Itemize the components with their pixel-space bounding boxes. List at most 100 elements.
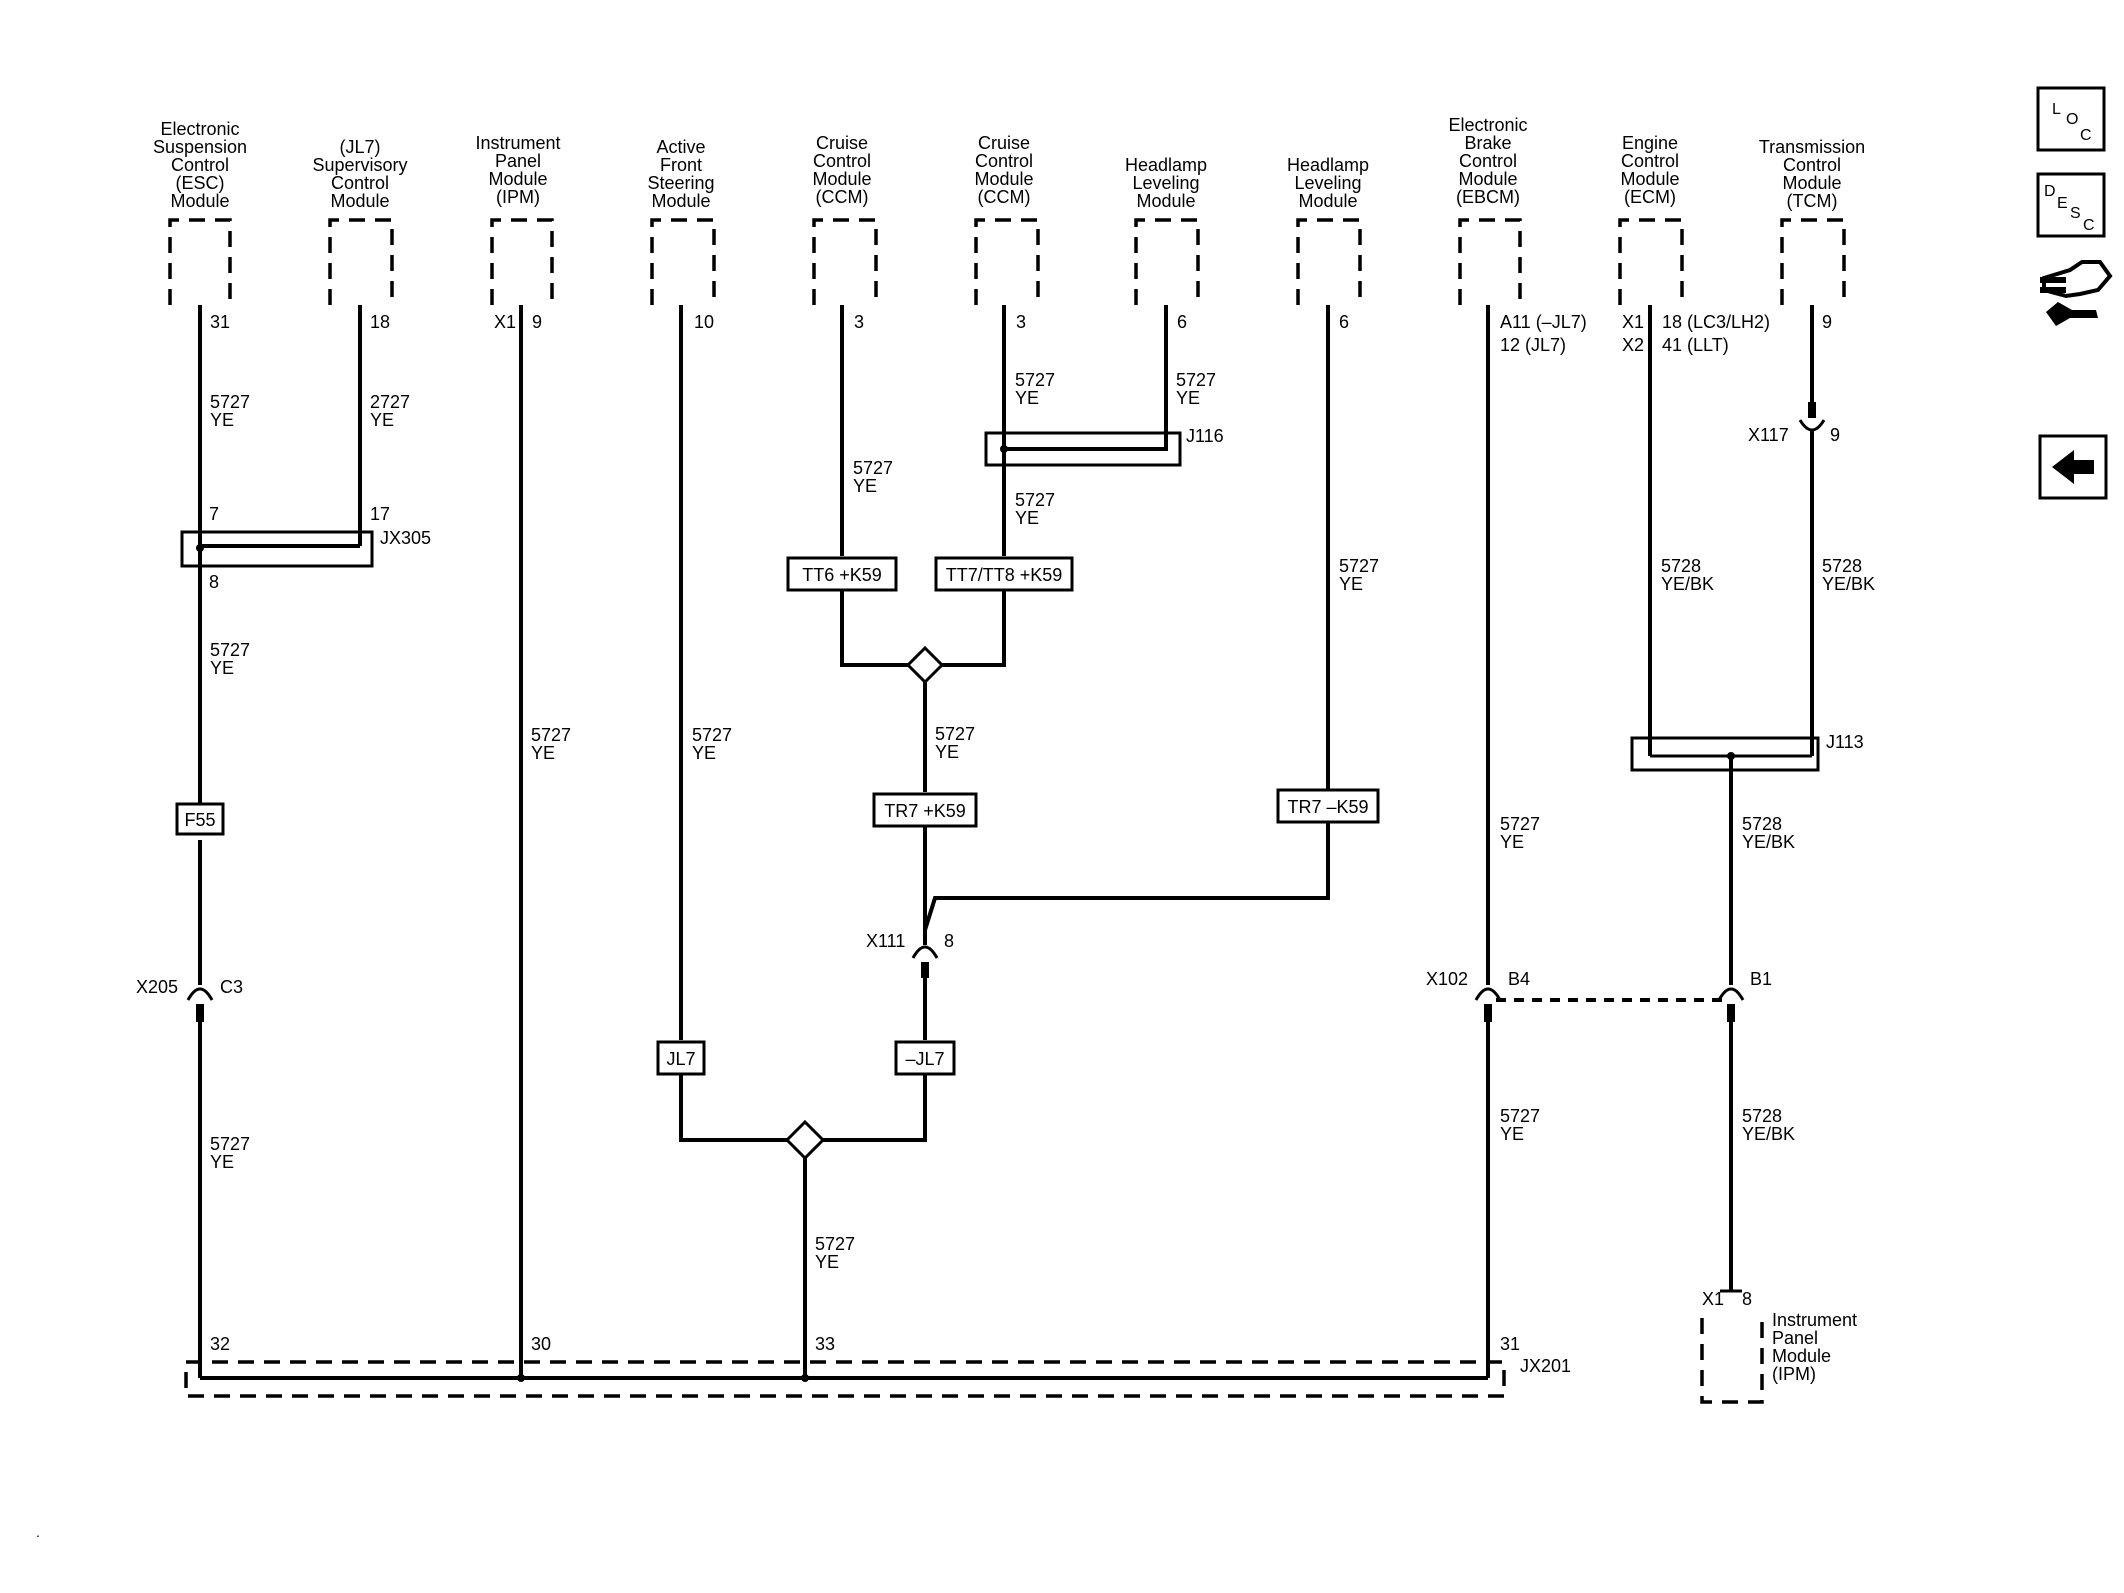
- wire-color: YE: [1015, 388, 1039, 408]
- j113-dot: [1727, 752, 1735, 760]
- pin-ecm-a: 18 (LC3/LH2): [1662, 312, 1770, 332]
- module-box-ecm: [1618, 218, 1684, 305]
- option-box: [934, 556, 1074, 592]
- title-line: Steering: [647, 173, 714, 193]
- wire-num: 5727: [1015, 490, 1055, 510]
- description-icon[interactable]: D E S C: [2036, 172, 2106, 238]
- option-box: [786, 556, 898, 592]
- option-tr7-plus: TR7 +K59: [872, 792, 978, 828]
- desc-letter: E: [2057, 195, 2068, 212]
- wire-color: YE: [853, 476, 877, 496]
- option-tt6: TT6 +K59: [786, 556, 898, 592]
- wire-num: 5727: [692, 725, 732, 745]
- module-box-jl7: [328, 218, 394, 305]
- j116-dot: [1000, 445, 1008, 453]
- title-line: Module: [1458, 169, 1517, 189]
- wire-color: YE: [1500, 1124, 1524, 1144]
- x205-label: X205: [136, 977, 178, 997]
- j113-body: [1630, 736, 1820, 772]
- title-line: Electronic: [160, 119, 239, 139]
- x205-female: [186, 987, 214, 1001]
- ipm-bottom-conn: X1: [1702, 1289, 1724, 1309]
- option-box: [656, 1040, 706, 1076]
- title-line: Module: [651, 191, 710, 211]
- wire-num: 5728: [1742, 814, 1782, 834]
- scan-mark: .: [36, 1524, 40, 1540]
- module-afs-title: Active Front Steering Module: [647, 137, 714, 211]
- pin-labels: 31 18 X1 9 10 3 3 6 6 A11 (–JL7) 12 (JL7…: [210, 312, 1832, 355]
- wire-color: YE: [370, 410, 394, 430]
- wire-color: YE: [1176, 388, 1200, 408]
- title-line: Active: [656, 137, 705, 157]
- wire-color: YE: [531, 743, 555, 763]
- module-ebcm-title: Electronic Brake Control Module (EBCM): [1448, 115, 1527, 207]
- x111-female: [911, 945, 939, 959]
- title-line: Control: [1621, 151, 1679, 171]
- wire-num: 2727: [370, 392, 410, 412]
- title-line: Transmission: [1759, 137, 1865, 157]
- option-jl7: JL7: [656, 1040, 706, 1076]
- wire-hlm2-x111: [923, 305, 1330, 931]
- x102-pin: B4: [1508, 969, 1530, 989]
- title-line: Control: [975, 151, 1033, 171]
- title-line: (ESC): [176, 173, 225, 193]
- option-tr7-minus: TR7 –K59: [1276, 788, 1380, 824]
- option-label: TT6 +K59: [802, 565, 882, 585]
- wire-num: 5728: [1661, 556, 1701, 576]
- wire-color: YE: [815, 1252, 839, 1272]
- wire-color: YE/BK: [1661, 574, 1714, 594]
- title-line: (CCM): [978, 187, 1031, 207]
- title-line: Control: [1459, 151, 1517, 171]
- option-label: TR7 +K59: [884, 801, 966, 821]
- title-line: Leveling: [1294, 173, 1361, 193]
- title-line: Headlamp: [1287, 155, 1369, 175]
- jx305-dot: [196, 544, 204, 552]
- jx201-splice: 32 30 33 31 JX201: [184, 1334, 1571, 1398]
- loc-letter: C: [2080, 127, 2092, 144]
- x117-connector: X117 9: [1748, 402, 1840, 445]
- option-box: [1276, 788, 1380, 824]
- back-arrow-icon[interactable]: [2038, 434, 2108, 500]
- title-line: Electronic: [1448, 115, 1527, 135]
- wire-color: YE: [210, 410, 234, 430]
- jx305-pin-8: 8: [209, 572, 219, 592]
- option-minus-jl7: –JL7: [894, 1040, 956, 1076]
- connector-repair-icon[interactable]: [2040, 260, 2113, 326]
- wire-num: 5727: [210, 392, 250, 412]
- wire-color: YE: [210, 1152, 234, 1172]
- j116-splice: J116: [984, 426, 1224, 467]
- x205-connector: X205 C3: [136, 977, 243, 1022]
- title-line: Control: [331, 173, 389, 193]
- j113-pins: [1648, 742, 1814, 756]
- jx201-label: JX201: [1520, 1356, 1571, 1376]
- pin-hlm1: 6: [1177, 312, 1187, 332]
- title-line: Module: [1772, 1346, 1831, 1366]
- pin-afs: 10: [694, 312, 714, 332]
- jx201-pin-30: 30: [531, 1334, 551, 1354]
- pin-hlm2: 6: [1339, 312, 1349, 332]
- wire-color: YE: [1500, 832, 1524, 852]
- pin-ccm1: 3: [854, 312, 864, 332]
- x102-label: X102: [1426, 969, 1468, 989]
- jx201-pin-31: 31: [1500, 1334, 1520, 1354]
- j113-splice: J113: [1630, 732, 1864, 772]
- title-line: Module: [488, 169, 547, 189]
- jx201-pin-33: 33: [815, 1334, 835, 1354]
- b1-connector: B1: [1717, 969, 1772, 1022]
- title-line: Panel: [1772, 1328, 1818, 1348]
- module-tcm-title: Transmission Control Module (TCM): [1759, 137, 1865, 211]
- title-line: (ECM): [1624, 187, 1676, 207]
- title-line: Module: [1298, 191, 1357, 211]
- module-box-ipm-top: [490, 218, 554, 305]
- wire-color: YE/BK: [1822, 574, 1875, 594]
- module-jl7-title: (JL7) Supervisory Control Module: [312, 137, 407, 211]
- location-icon[interactable]: L O C: [2036, 86, 2106, 152]
- module-box-ebcm: [1458, 218, 1522, 305]
- desc-letter: S: [2070, 205, 2081, 222]
- wire-num: 5728: [1742, 1106, 1782, 1126]
- x117-female: [1798, 419, 1826, 432]
- title-line: (CCM): [816, 187, 869, 207]
- title-line: Module: [1620, 169, 1679, 189]
- wire-num: 5727: [1176, 370, 1216, 390]
